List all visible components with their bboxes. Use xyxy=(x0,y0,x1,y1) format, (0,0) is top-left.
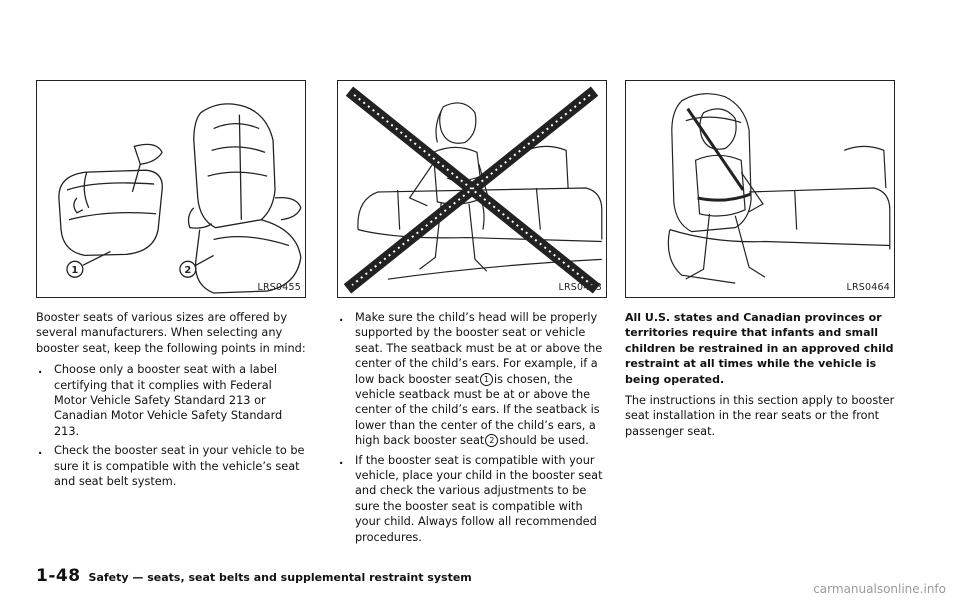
column-2-text: .Make sure the child’s head will be prop… xyxy=(337,310,607,545)
correct-fit-illustration xyxy=(667,93,891,284)
figure-incorrect-fit: LRS0453 xyxy=(337,80,607,298)
column-2: LRS0453 .Make sure the child’s head will… xyxy=(337,80,607,549)
callout-1: 1 xyxy=(71,265,78,276)
figure-booster-seats: 1 2 LRS0455 xyxy=(36,80,306,298)
legal-requirement-paragraph: All U.S. states and Canadian provinces o… xyxy=(625,311,894,386)
instructions-scope-paragraph: The instructions in this section apply t… xyxy=(625,394,895,438)
column-1-text: Booster seats of various sizes are offer… xyxy=(36,310,306,489)
page-footer: 1-48 Safety — seats, seat belts and supp… xyxy=(36,566,472,586)
list-item: .Check the booster seat in your vehicle … xyxy=(38,444,305,489)
fit-guidance-list: .Make sure the child’s head will be prop… xyxy=(337,310,607,545)
callout-ref-2: 2 xyxy=(485,434,499,448)
incorrect-fit-illustration xyxy=(343,86,603,294)
figure-correct-fit: LRS0464 xyxy=(625,80,895,298)
page-number: 1-48 xyxy=(36,566,81,586)
column-3-text: All U.S. states and Canadian provinces o… xyxy=(625,310,895,439)
booster-seats-illustration: 1 2 xyxy=(58,103,302,294)
column-3: LRS0464 All U.S. states and Canadian pro… xyxy=(625,80,895,445)
column-1: 1 2 LRS0455 Booster seats of various siz… xyxy=(36,80,306,493)
figure-code: LRS0453 xyxy=(558,282,602,293)
watermark: carmanualsonline.info xyxy=(813,582,946,596)
callout-ref-1: 1 xyxy=(480,372,494,386)
figure-code: LRS0455 xyxy=(257,282,301,293)
selection-points-list: .Choose only a booster seat with a label… xyxy=(36,362,306,489)
figure-code: LRS0464 xyxy=(846,282,890,293)
callout-2: 2 xyxy=(184,265,191,276)
list-item: .If the booster seat is compatible with … xyxy=(339,453,603,544)
intro-paragraph: Booster seats of various sizes are offer… xyxy=(36,311,306,355)
list-item: .Choose only a booster seat with a label… xyxy=(38,363,283,438)
list-item: .Make sure the child’s head will be prop… xyxy=(339,311,603,448)
section-title: Safety — seats, seat belts and supplemen… xyxy=(88,571,472,584)
